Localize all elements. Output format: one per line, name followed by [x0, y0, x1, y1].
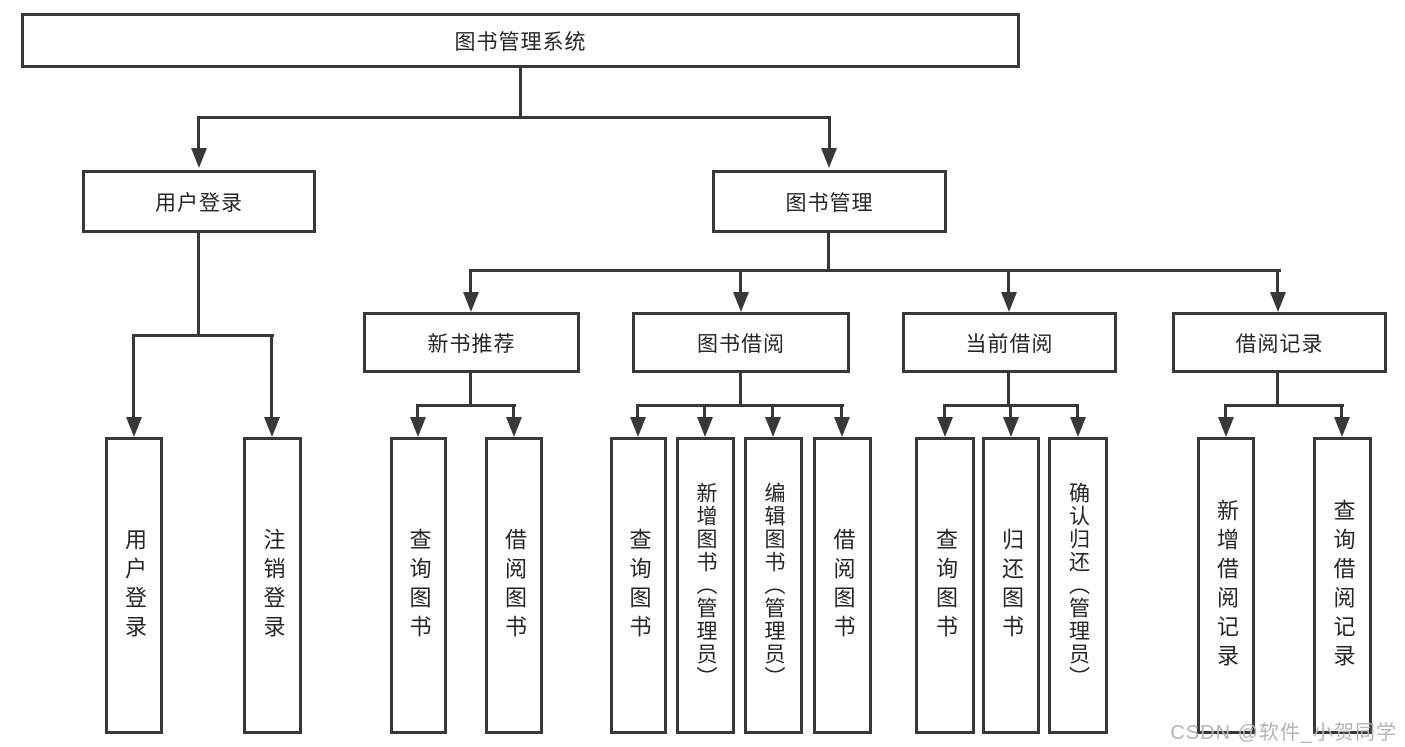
node-borrowing-records: 借阅记录 — [1172, 312, 1387, 373]
connector-line — [416, 404, 419, 419]
connector-line — [197, 116, 200, 150]
arrow-down-icon — [1334, 417, 1350, 437]
node-book-management: 图书管理 — [712, 170, 947, 233]
node-label: 用户登录 — [155, 191, 243, 215]
leaf-query-books-recommend: 查询图书 — [390, 437, 447, 734]
node-library-management-system: 图书管理系统 — [21, 13, 1020, 68]
arrow-down-icon — [126, 417, 142, 437]
connector-line — [469, 373, 472, 406]
node-label: 编辑图书（管理员） — [762, 482, 785, 689]
arrow-down-icon — [264, 417, 280, 437]
leaf-query-borrow-record: 查询借阅记录 — [1313, 437, 1372, 734]
node-new-book-recommendation: 新书推荐 — [363, 312, 580, 373]
connector-line — [739, 373, 742, 406]
connector-line — [828, 116, 831, 150]
connector-line — [132, 334, 135, 417]
leaf-add-books-admin: 新增图书（管理员） — [676, 437, 735, 734]
arrow-down-icon — [1270, 292, 1286, 312]
leaf-add-borrow-record: 新增借阅记录 — [1197, 437, 1255, 734]
arrow-down-icon — [937, 417, 953, 437]
leaf-confirm-return-admin: 确认归还（管理员） — [1048, 437, 1108, 734]
connector-line — [1225, 404, 1344, 407]
arrow-down-icon — [821, 148, 837, 168]
node-label: 当前借阅 — [965, 332, 1054, 356]
node-label: 新增图书（管理员） — [694, 482, 717, 689]
node-label: 查询借阅记录 — [1330, 498, 1356, 673]
connector-line — [519, 68, 522, 118]
node-label: 借阅图书 — [830, 527, 856, 644]
connector-line — [840, 404, 843, 419]
connector-line — [1076, 404, 1079, 419]
node-user-login: 用户登录 — [82, 170, 316, 233]
connector-line — [512, 404, 515, 419]
leaf-edit-books-admin: 编辑图书（管理员） — [744, 437, 803, 734]
node-label: 注销登录 — [260, 527, 286, 644]
arrow-down-icon — [733, 292, 749, 312]
connector-line — [636, 404, 639, 419]
node-label: 借阅图书 — [502, 527, 527, 644]
arrow-down-icon — [834, 417, 850, 437]
connector-line — [469, 269, 472, 292]
connector-line — [827, 233, 830, 272]
arrow-down-icon — [191, 148, 207, 168]
arrow-down-icon — [410, 417, 426, 437]
arrow-down-icon — [1001, 292, 1017, 312]
node-book-borrowing: 图书借阅 — [632, 312, 850, 373]
arrow-down-icon — [765, 417, 781, 437]
connector-line — [470, 269, 1281, 272]
node-label: 图书管理 — [785, 191, 874, 215]
node-label: 查询图书 — [626, 527, 652, 644]
node-label: 图书管理系统 — [454, 30, 587, 54]
connector-line — [943, 404, 946, 419]
leaf-borrow-books-recommend: 借阅图书 — [485, 437, 543, 734]
node-label: 新增借阅记录 — [1214, 498, 1239, 673]
connector-line — [1009, 404, 1012, 419]
leaf-query-books-current: 查询图书 — [915, 437, 975, 734]
connector-line — [417, 404, 516, 407]
connector-line — [197, 233, 200, 337]
connector-line — [198, 116, 831, 119]
leaf-borrow-books-borrowing: 借阅图书 — [813, 437, 872, 734]
arrow-down-icon — [630, 417, 646, 437]
csdn-watermark: CSDN @软件_小贺同学 — [1170, 722, 1397, 744]
node-label: 借阅记录 — [1235, 332, 1324, 356]
connector-line — [703, 404, 706, 419]
leaf-logout: 注销登录 — [243, 437, 302, 734]
arrow-down-icon — [1070, 417, 1086, 437]
connector-line — [1276, 269, 1279, 292]
connector-line — [1224, 404, 1227, 419]
arrow-down-icon — [697, 417, 713, 437]
connector-line — [132, 334, 274, 337]
connector-line — [771, 404, 774, 419]
node-current-borrowing: 当前借阅 — [902, 312, 1117, 373]
arrow-down-icon — [1003, 417, 1019, 437]
connector-line — [1007, 269, 1010, 292]
arrow-down-icon — [463, 292, 479, 312]
connector-line — [1276, 373, 1279, 406]
connector-line — [739, 269, 742, 292]
connector-line — [1340, 404, 1343, 419]
node-label: 归还图书 — [999, 527, 1024, 644]
node-label: 图书借阅 — [697, 332, 785, 356]
node-label: 确认归还（管理员） — [1066, 482, 1090, 689]
leaf-query-books-borrowing: 查询图书 — [610, 437, 667, 734]
connector-line — [1007, 373, 1010, 406]
leaf-user-login: 用户登录 — [105, 437, 163, 734]
leaf-return-books: 归还图书 — [982, 437, 1040, 734]
arrow-down-icon — [506, 417, 522, 437]
arrow-down-icon — [1218, 417, 1234, 437]
node-label: 查询图书 — [406, 527, 432, 644]
node-label: 用户登录 — [122, 527, 147, 644]
connector-line — [270, 334, 273, 417]
node-label: 查询图书 — [933, 527, 958, 644]
connector-line — [637, 404, 844, 407]
node-label: 新书推荐 — [427, 332, 516, 356]
